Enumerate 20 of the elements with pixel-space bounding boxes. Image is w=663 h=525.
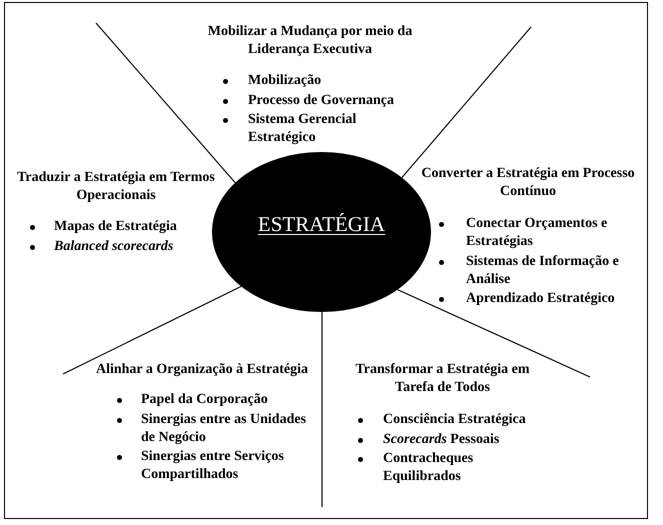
list-item-text: Mapas de Estratégia (54, 218, 178, 236)
sector-heading: Alinhar a Organização à Estratégia (94, 361, 310, 379)
sector-heading: Converter a Estratégia em Processo Contínuo (420, 165, 636, 201)
list-item-text: Papel da Corporação (141, 391, 269, 409)
node-label: ESTRATÉGIA (258, 212, 386, 236)
list-item-text: Sistemas de Informação e Análise (466, 252, 620, 288)
list-item-text: Sistema Gerencial Estratégico (248, 111, 358, 147)
list-item-text: Conectar Orçamentos e Estratégias (466, 215, 608, 251)
list-item-text: Sinergias entre Serviços Compartilhados (141, 448, 285, 484)
list-item-text: Balanced scorecards (54, 238, 174, 256)
sector-heading: Transformar a Estratégia em Tarefa de Todos (354, 361, 531, 397)
list-item-text: Aprendizado Estratégico (466, 290, 616, 308)
list-item-text: Mobilização (248, 72, 322, 90)
list-item-text: Consciência Estratégica (383, 411, 527, 429)
list-item-text: Scorecards Pessoais (383, 430, 500, 448)
list-item-text: Sinergias entre as Unidades de Negócio (141, 410, 308, 446)
list-item-text: Contracheques Equilibrados (383, 450, 474, 486)
sector-heading: Mobilizar a Mudança por meio da Liderança Executiva (206, 23, 414, 59)
sector-heading: Traduzir a Estratégia em Termos Operacionais (16, 169, 216, 205)
list-item-text: Processo de Governança (248, 92, 395, 110)
